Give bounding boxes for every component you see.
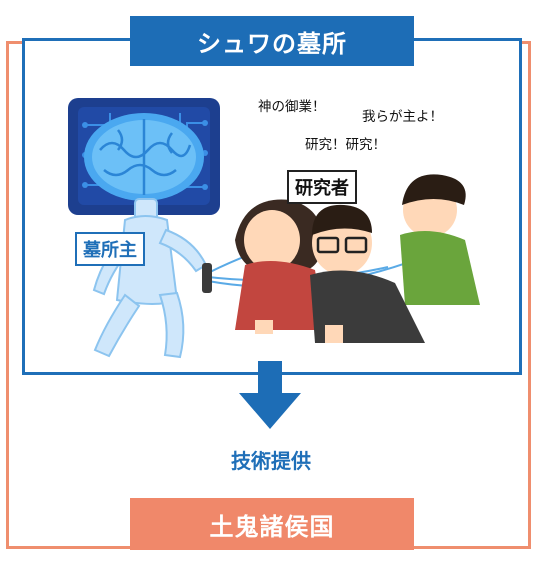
researcher-woman bbox=[235, 199, 325, 334]
top-title: シュワの墓所 bbox=[130, 16, 414, 66]
speech-1: 神の御業！ bbox=[258, 99, 326, 115]
brain-icon bbox=[84, 113, 204, 201]
researcher-boy bbox=[400, 174, 480, 305]
robot-body bbox=[92, 198, 208, 359]
flow-label: 技術提供 bbox=[231, 449, 311, 473]
researcher-label: 研究者 bbox=[287, 170, 357, 204]
owner-label: 墓所主 bbox=[75, 232, 145, 266]
bottom-title: 土鬼諸侯国 bbox=[130, 498, 414, 550]
speech-2: 我らが主よ！ bbox=[362, 109, 443, 125]
speech-3: 研究！研究！ bbox=[305, 137, 386, 153]
down-arrow-icon bbox=[239, 361, 301, 429]
researcher-man bbox=[310, 204, 425, 343]
